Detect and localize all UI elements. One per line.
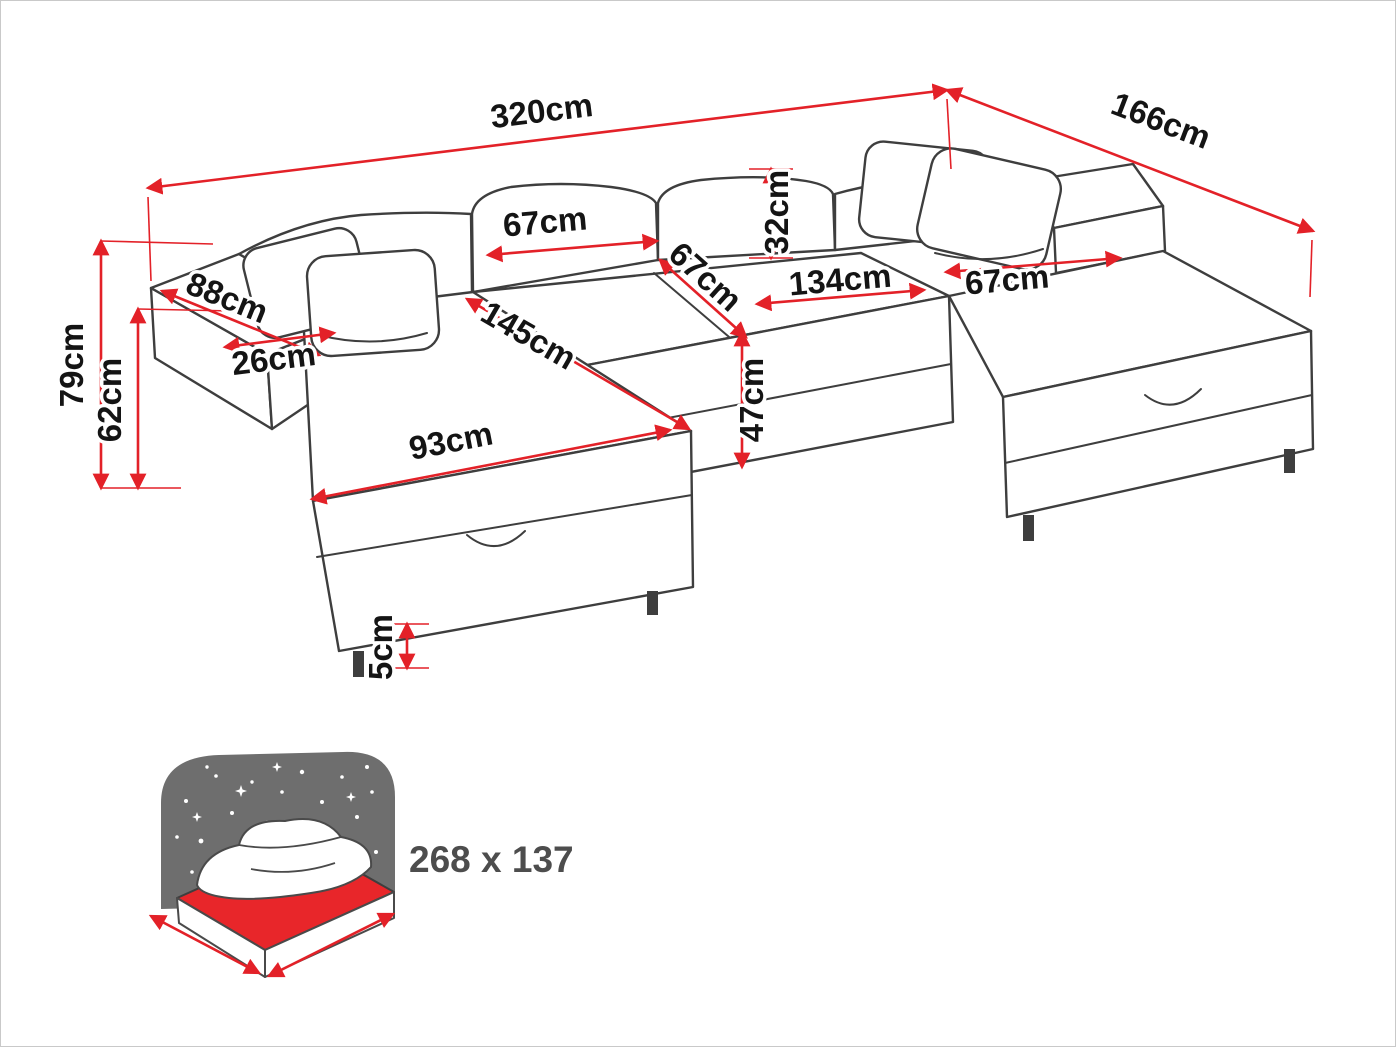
dim-label-armrest-width: 26cm (229, 335, 317, 382)
dim-label-seat-height: 47cm (733, 358, 770, 442)
sleeping-area-label: 268 x 137 (409, 839, 574, 880)
dim-armrest-width: 26cm (222, 326, 337, 386)
right-chaise-leg (1284, 449, 1295, 473)
dim-label-total-depth: 166cm (1107, 85, 1216, 156)
sleeping-area-icon: 268 x 137 (148, 751, 577, 978)
dim-label-backrest-height: 32cm (758, 170, 795, 254)
dim-label-back-cushion-width: 67cm (501, 199, 588, 243)
right-pillows (857, 140, 1062, 271)
bed-width-arrow (148, 914, 262, 975)
right-chaise (947, 249, 1315, 541)
left-drawer-handle (466, 530, 526, 548)
duvet (196, 818, 373, 900)
left-chaise-leg (647, 591, 658, 615)
dim-label-total-width: 320cm (488, 86, 595, 135)
left-chaise-leg (353, 651, 364, 677)
dim-label-leg-height: 5cm (362, 614, 399, 680)
corner-sofa-drawing (149, 140, 1315, 677)
dim-label-body-height: 62cm (91, 358, 128, 442)
dim-seat-height: 47cm (730, 329, 774, 470)
dim-leg-height: 5cm (359, 610, 429, 684)
right-chaise-leg (1023, 515, 1034, 541)
bed-length-arrow (266, 912, 396, 978)
right-drawer-handle (1144, 388, 1202, 406)
dim-label-total-height: 79cm (53, 323, 90, 407)
left-pillows (242, 226, 441, 358)
dim-total-height: 79cm (50, 238, 214, 491)
dim-backrest-height: 32cm (749, 166, 799, 261)
dim-label-right-seat-width: 67cm (963, 257, 1050, 301)
fold-out-bed (148, 818, 396, 978)
